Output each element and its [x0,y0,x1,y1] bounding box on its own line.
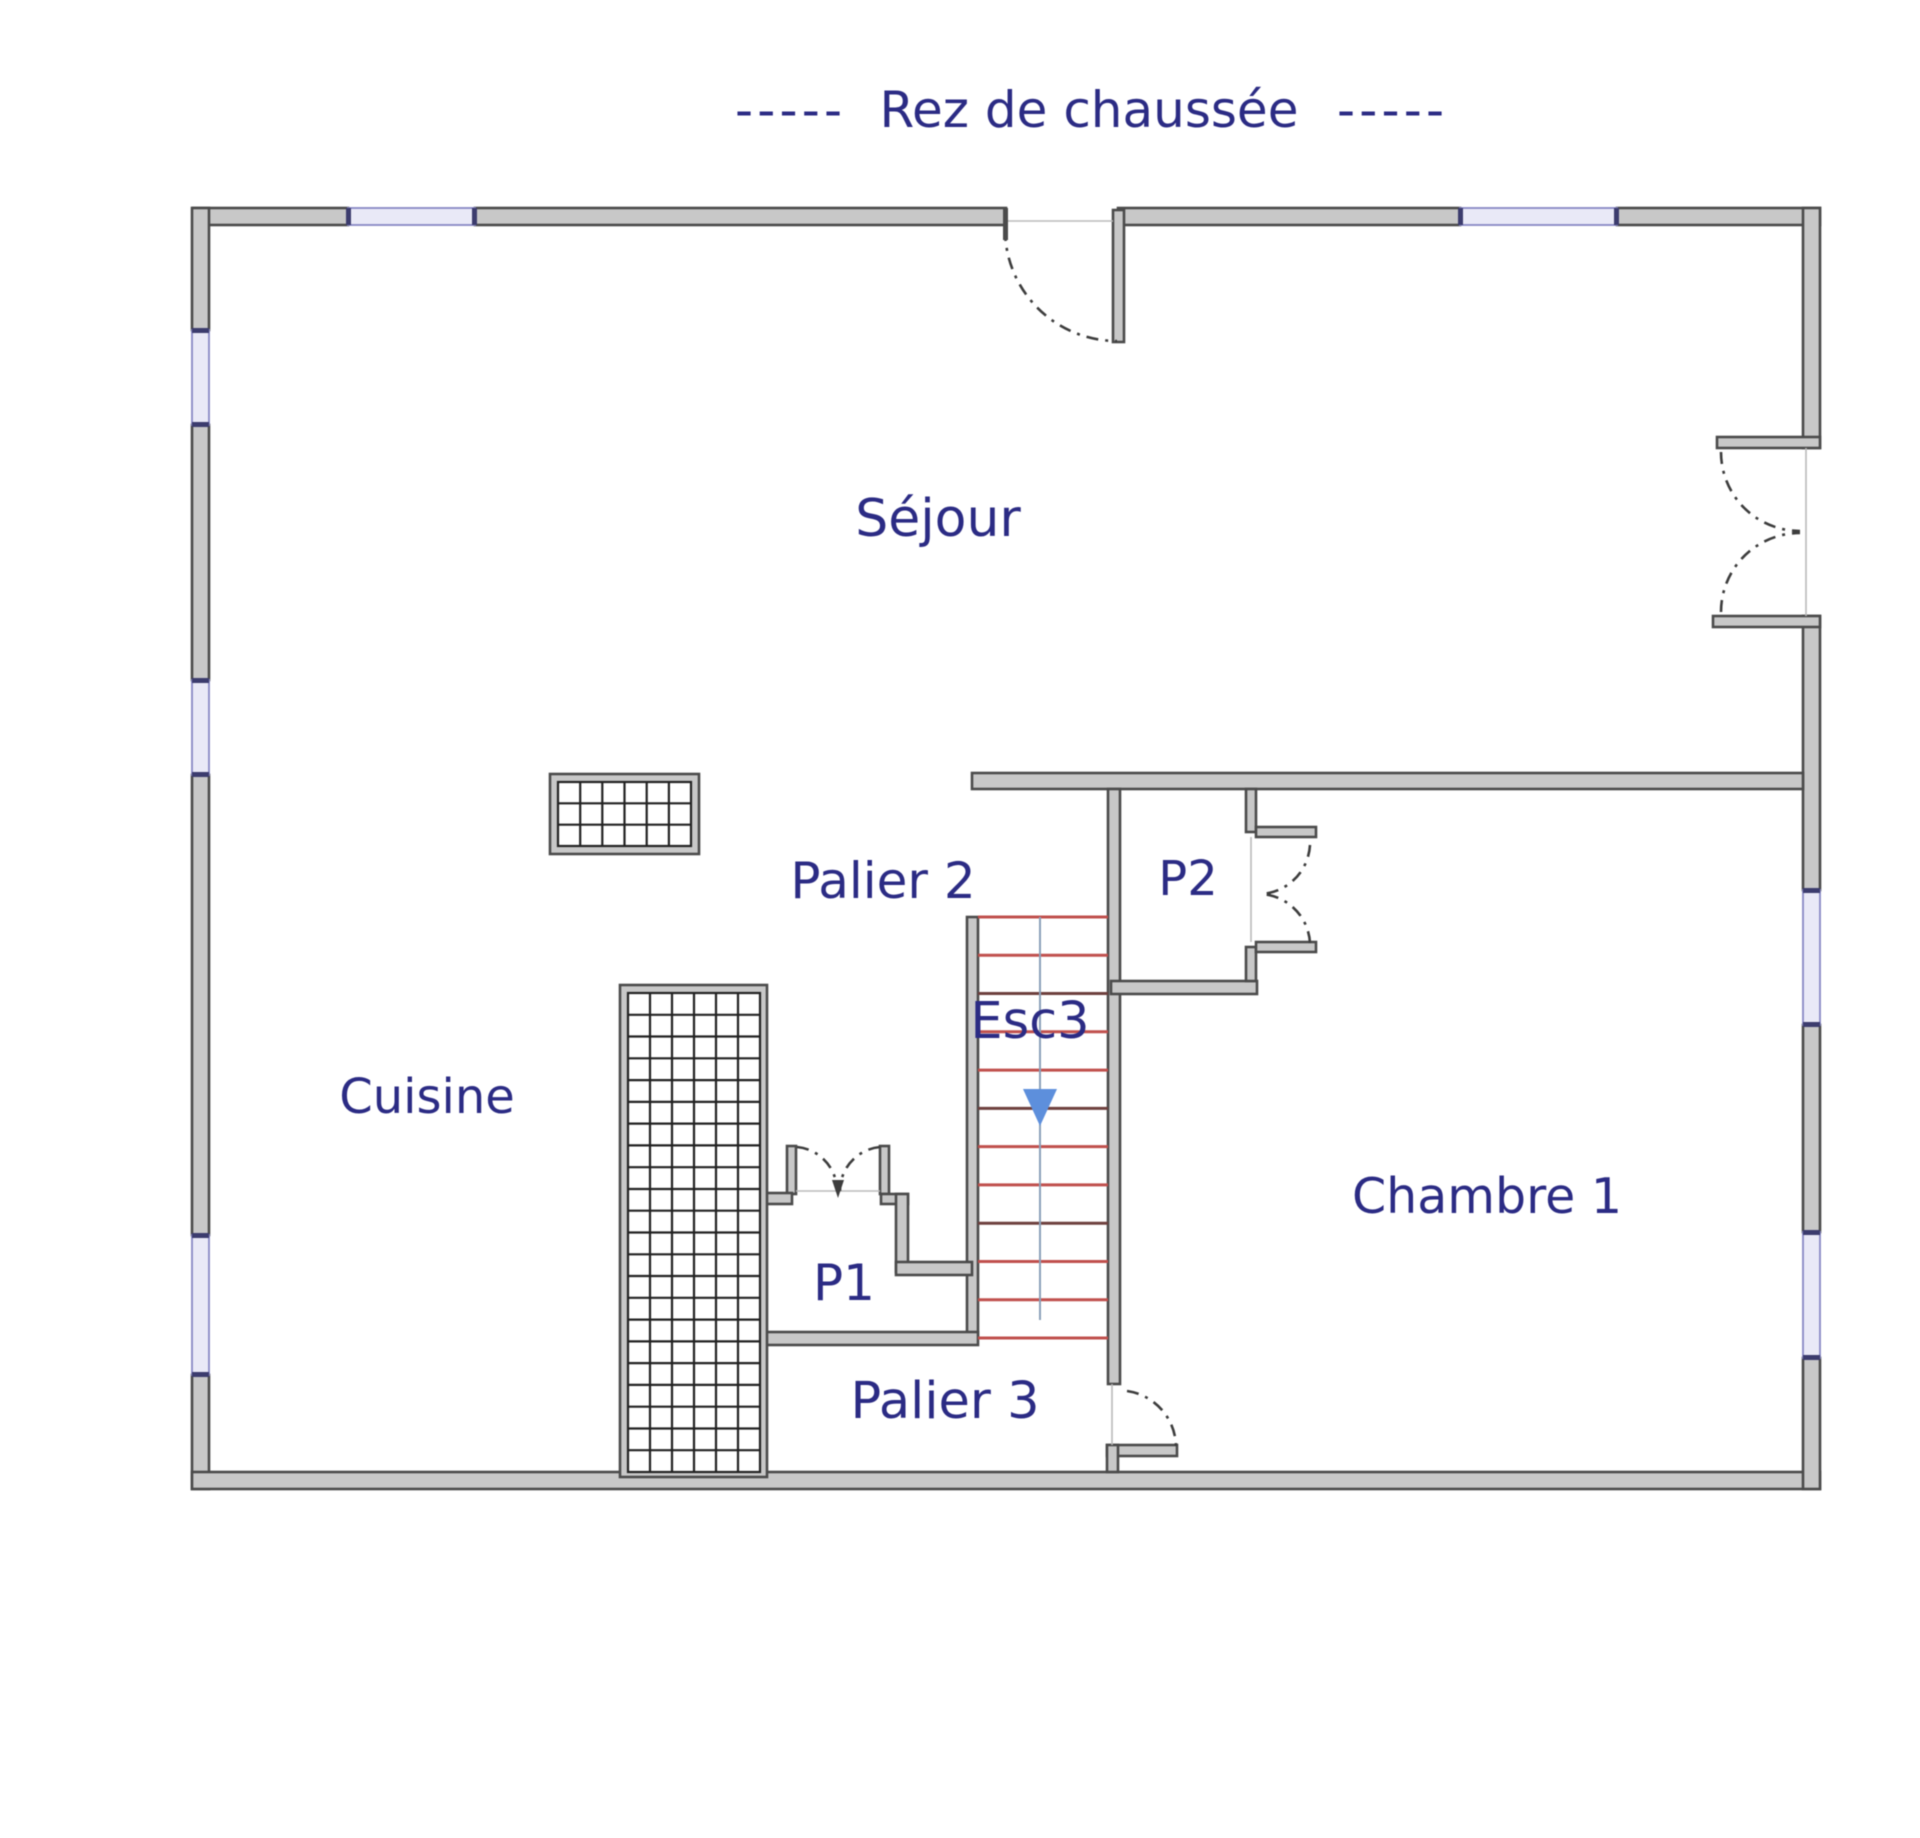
window-top-2 [1459,207,1618,226]
p1-door-meet-mark [832,1180,844,1198]
outer-wall-left [190,423,211,682]
p2-door-jamb-lower [1254,940,1318,954]
p2-door-swing-upper [1261,844,1312,896]
p1-right-wall [894,1192,910,1274]
right-door-jamb-upper [1715,435,1822,450]
title-dash-left: ----- [735,81,846,139]
entrance-door-swing [1003,228,1118,343]
p1-wall-to-stair [894,1260,974,1277]
window-cap [1803,1022,1820,1027]
outer-wall-left [190,773,211,1237]
room-label-palier2: Palier 2 [790,852,975,910]
window-cap [192,772,209,777]
room-label-palier3: Palier 3 [850,1372,1039,1431]
p1-door-swing-left [796,1145,839,1192]
window-cap [192,1233,209,1238]
p1-door-jamb-left [785,1144,798,1196]
outer-wall-right [1801,206,1822,450]
room-label-p2: P2 [1158,851,1217,907]
chambre-door-jamb-foot [1105,1443,1120,1474]
window-cap [1614,208,1619,225]
stair-right-wall [1106,787,1122,1386]
room-label-p1: P1 [813,1254,875,1312]
chimney-hatch-grid [628,993,760,1472]
window-top-1 [347,207,476,226]
outer-wall-left [190,206,211,332]
window-right-2 [1802,1231,1821,1359]
window-cap [192,1372,209,1377]
outer-wall-top [1116,206,1462,227]
outer-wall-right [1801,1356,1822,1491]
outer-wall-bottom [190,1470,1822,1491]
window-cap [1458,208,1463,225]
vent-hatch-grid [558,782,691,846]
stair-treads [978,915,1108,1340]
p2-door-jamb-upper [1254,825,1318,839]
outer-wall-right [1801,614,1822,892]
p1-bottom-wall [762,1330,980,1347]
window-cap [192,678,209,683]
entrance-jamb-cap [1003,208,1008,240]
title-dash-right: ----- [1337,81,1448,139]
right-door-jamb-lower [1711,614,1822,629]
interior-wall-sejour-divider [970,771,1805,791]
title-text: Rez de chaussée [880,81,1299,139]
window-left-3 [191,1234,210,1376]
stair-down-arrow-icon [1023,1089,1057,1126]
room-label-sejour: Séjour [855,489,1021,549]
outer-wall-top [1615,206,1822,227]
p1-door-jamb-right [878,1144,891,1196]
chambre-door-swing [1126,1389,1178,1447]
window-cap [1803,888,1820,893]
p2-right-wall-lower [1244,945,1258,983]
right-double-door-swing-lower [1719,531,1801,613]
window-cap [472,208,477,225]
window-cap [192,422,209,427]
p2-bottom-wall [1109,979,1259,996]
room-label-cuisine: Cuisine [339,1069,515,1125]
window-cap [1803,1355,1820,1360]
window-cap [346,208,351,225]
outer-wall-right [1801,1023,1822,1234]
window-left-2 [191,679,210,776]
outer-wall-top [473,206,1008,227]
window-cap [192,328,209,333]
p2-door-swing-lower [1261,892,1312,944]
window-cap [1803,1230,1820,1235]
plan-title: ----- Rez de chaussée ----- [735,81,1448,139]
stair-label-esc3: Esc3 [970,992,1089,1051]
window-left-1 [191,329,210,426]
p1-door-swing-right [838,1145,881,1192]
p2-right-wall-upper [1244,787,1258,834]
right-double-door-swing-upper [1719,451,1801,533]
window-right-1 [1802,889,1821,1026]
entrance-return-wall [1111,208,1126,344]
room-label-chambre1: Chambre 1 [1352,1168,1622,1225]
outer-wall-top [191,206,350,227]
